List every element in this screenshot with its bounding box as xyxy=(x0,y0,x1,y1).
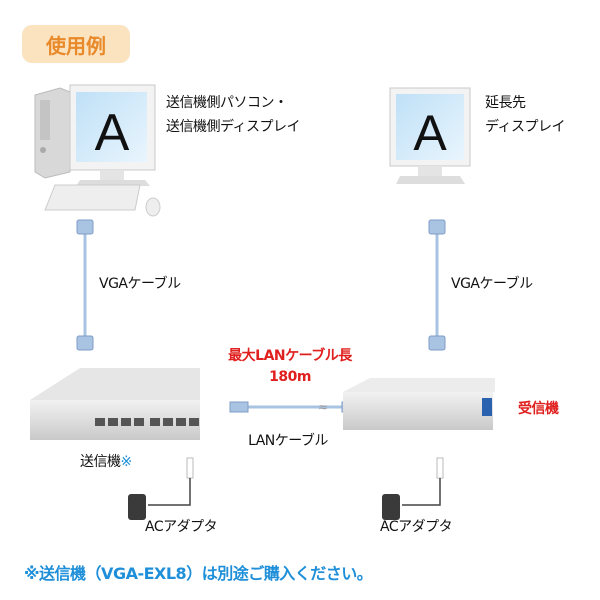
footnote: ※送信機（VGA-EXL8）は別途ご購入ください。 xyxy=(24,564,373,583)
title-badge: 使用例 xyxy=(22,25,130,63)
vga-cable-left-icon xyxy=(76,219,94,351)
max-length-label: 最大LANケーブル長 xyxy=(228,348,352,364)
ac-adapter-left-label: ACアダプタ xyxy=(145,519,218,535)
remote-display-label-1: 延長先 xyxy=(485,95,526,111)
lan-cable-label: LANケーブル xyxy=(248,433,328,449)
transmitter-mark: ※ xyxy=(120,454,133,470)
transmitter-label: 送信機※ xyxy=(80,451,132,471)
vga-cable-right-label: VGAケーブル xyxy=(451,276,533,292)
svg-text:≈: ≈ xyxy=(318,400,328,414)
transmitter-text: 送信機 xyxy=(80,454,121,470)
screen-letter: A xyxy=(95,104,130,162)
vga-cable-right-icon xyxy=(428,219,446,351)
receiver-icon xyxy=(343,378,495,430)
ac-adapter-right-label: ACアダプタ xyxy=(380,519,453,535)
ac-adapter-right-icon xyxy=(382,457,444,520)
svg-text:A: A xyxy=(413,105,447,161)
lan-cable-icon: ≈ xyxy=(229,400,361,414)
sender-pc-label-1: 送信機側パソコン・ xyxy=(166,95,288,111)
max-length-value: 180m xyxy=(269,369,311,385)
transmitter-icon xyxy=(30,368,200,440)
remote-display-label-2: ディスプレイ xyxy=(485,119,566,135)
remote-monitor-icon: A xyxy=(389,87,471,184)
sender-pc-label-2: 送信機側ディスプレイ xyxy=(166,119,301,135)
vga-cable-left-label: VGAケーブル xyxy=(99,276,181,292)
ac-adapter-left-icon xyxy=(128,457,194,520)
mouse-icon xyxy=(145,197,161,217)
receiver-label: 受信機 xyxy=(518,401,559,417)
pc-tower-icon xyxy=(34,87,71,179)
keyboard-icon xyxy=(44,184,141,211)
sender-monitor-icon: A xyxy=(69,84,156,186)
